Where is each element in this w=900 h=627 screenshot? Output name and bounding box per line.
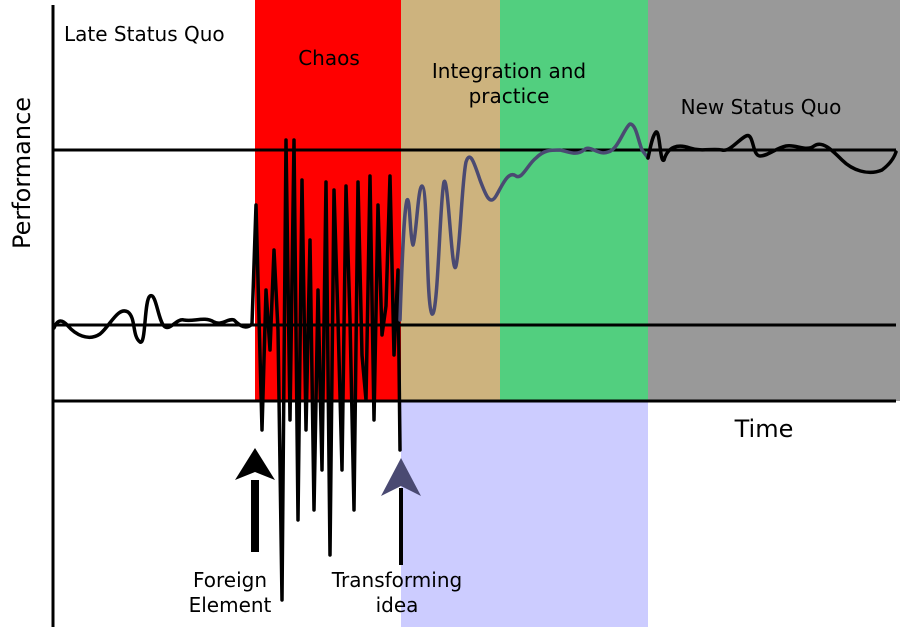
chaos-label: Chaos (298, 46, 360, 70)
curve-chaos (250, 138, 402, 602)
foreign-element-label-line2: Element (189, 593, 272, 617)
foreign-element-label-line1: Foreign (193, 568, 267, 592)
transforming-idea-label-line1: Transforming (331, 568, 462, 592)
curve-late-status-quo (52, 294, 254, 344)
curve-integration (398, 122, 650, 322)
integration-label-line1: Integration and (432, 59, 586, 83)
curve-new-status-quo (646, 130, 898, 175)
late-status-quo-label: Late Status Quo (64, 22, 225, 46)
new-status-quo-band (648, 0, 900, 401)
performance-axis-label: Performance (8, 97, 36, 249)
integration-label-line2: practice (469, 84, 550, 108)
new-status-quo-label: New Status Quo (681, 95, 842, 119)
transforming-idea-label-line2: idea (376, 593, 419, 617)
practice-band (500, 0, 648, 401)
time-axis-label: Time (734, 415, 794, 443)
lower-lavender-band (401, 401, 648, 627)
transforming-idea-arrow-head (381, 458, 421, 496)
foreign-element-arrow-head (235, 448, 275, 480)
